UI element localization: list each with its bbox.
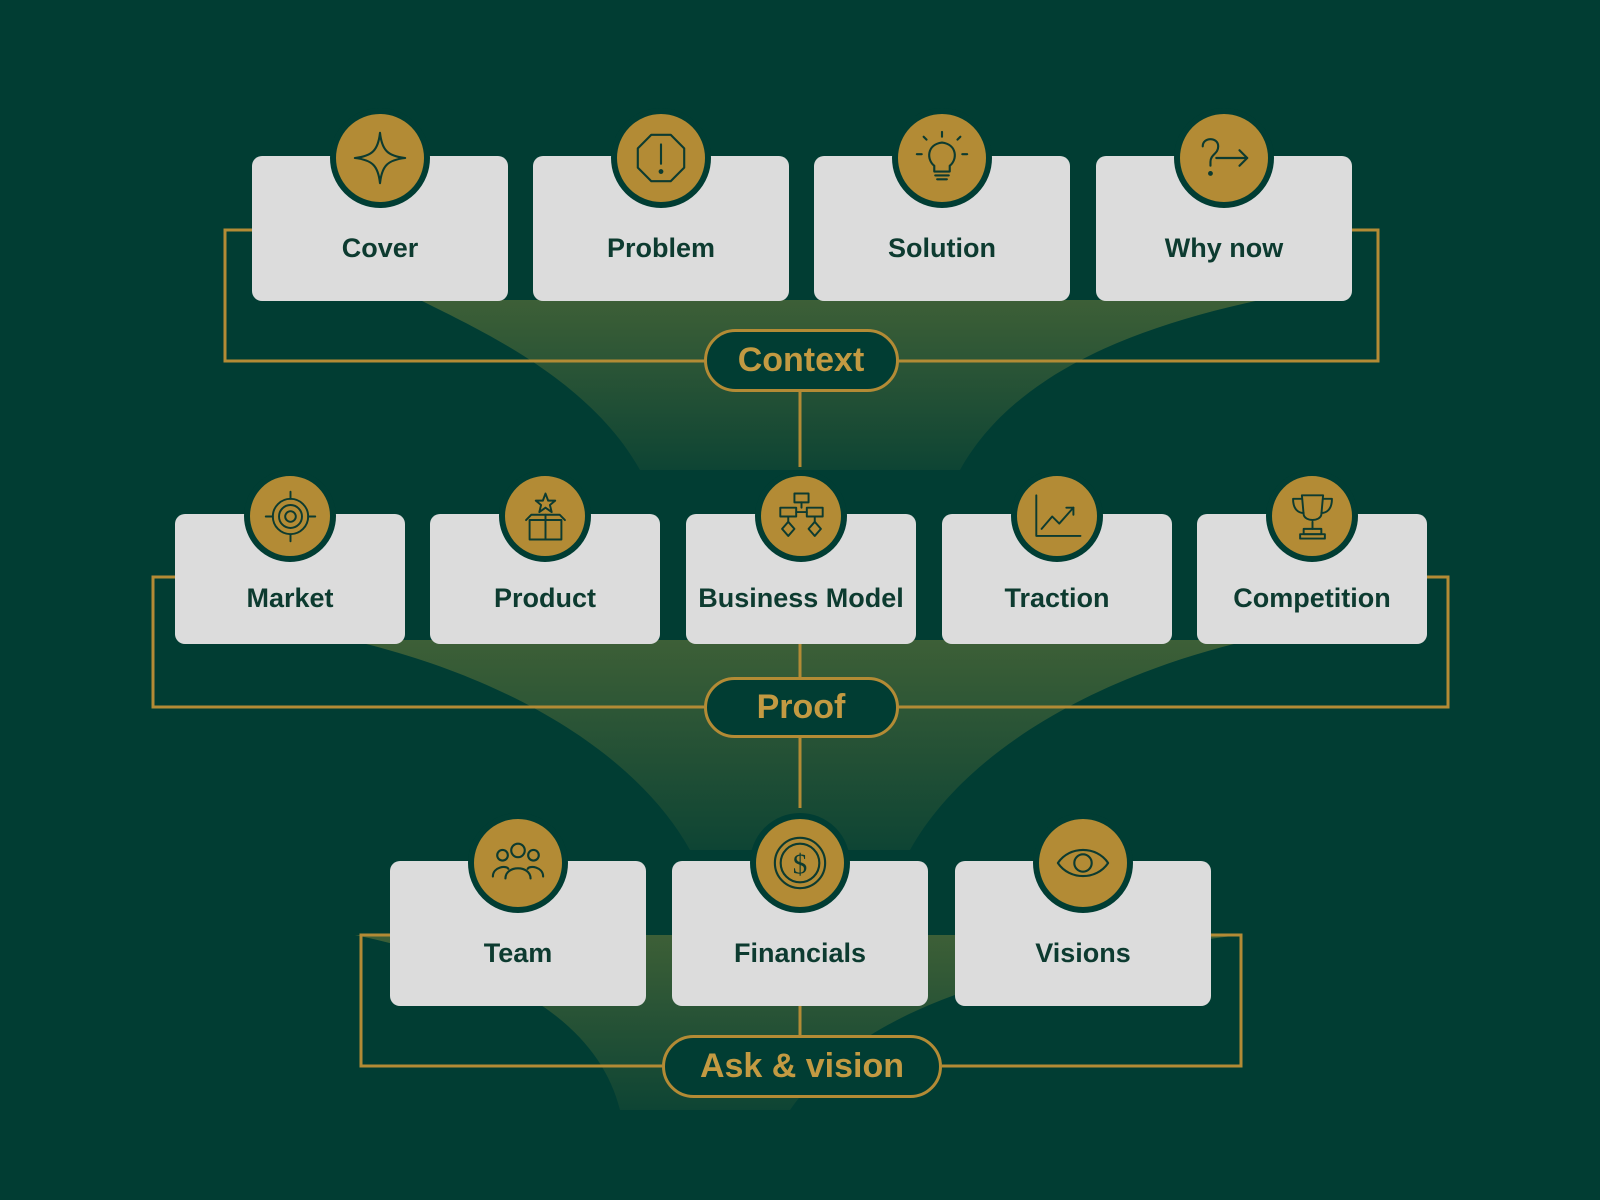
- eye-icon: [1033, 813, 1133, 913]
- card-label: Solution: [888, 233, 996, 263]
- flowchart-icon: [755, 470, 847, 562]
- card-label: Financials: [733, 938, 867, 968]
- card-label: Market: [246, 583, 334, 613]
- card-label: Visions: [1035, 938, 1131, 968]
- bracket-proof: [151, 575, 704, 709]
- card-label: Problem: [606, 233, 716, 263]
- card-label: Traction: [1004, 583, 1110, 613]
- card-label: Team: [483, 938, 553, 968]
- card-label: Cover: [341, 233, 419, 263]
- card-label: Business Model: [698, 583, 904, 613]
- warning-octagon-icon: [611, 108, 711, 208]
- target-icon: [244, 470, 336, 562]
- box-star-icon: [499, 470, 591, 562]
- group-label-2: Ask & vision: [662, 1035, 942, 1098]
- sparkle-icon: [330, 108, 430, 208]
- trophy-icon: [1266, 470, 1358, 562]
- chart-up-icon: [1011, 470, 1103, 562]
- group-label-0: Context: [703, 329, 899, 392]
- svg-text:$: $: [793, 849, 808, 881]
- bracket-context: [223, 228, 705, 363]
- card-label: Why now: [1164, 233, 1284, 263]
- lightbulb-icon: [892, 108, 992, 208]
- card-label: Product: [493, 583, 596, 613]
- card-traction: Traction: [942, 514, 1172, 644]
- card-business-model: Business Model: [686, 514, 916, 644]
- dollar-coin-icon: $: [750, 813, 850, 913]
- bracket-ask: [359, 933, 662, 1068]
- card-label: Competition: [1233, 583, 1391, 613]
- group-label-1: Proof: [703, 677, 899, 738]
- team-icon: [468, 813, 568, 913]
- question-arrow-icon: [1174, 108, 1274, 208]
- card-cover: Cover: [252, 156, 508, 301]
